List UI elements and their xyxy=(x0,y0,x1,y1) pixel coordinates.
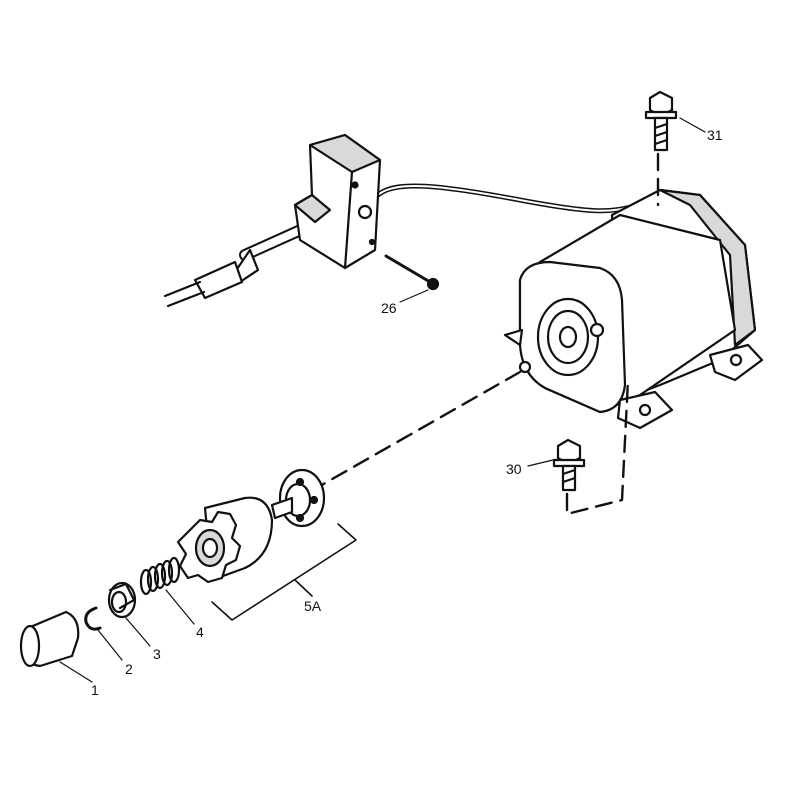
spring xyxy=(139,556,181,596)
callout-5a: 5A xyxy=(304,598,322,614)
callout-31: 31 xyxy=(707,127,723,143)
motor-housing xyxy=(503,188,764,430)
retaining-ring xyxy=(84,606,102,631)
bolt-31 xyxy=(644,90,678,152)
collar xyxy=(107,581,137,619)
bracket-5a xyxy=(211,523,357,621)
leader-lines xyxy=(59,117,706,683)
callout-30: 30 xyxy=(506,461,522,477)
cap xyxy=(19,610,80,668)
callout-4: 4 xyxy=(196,624,204,640)
assembly-lines xyxy=(318,152,660,516)
power-cord xyxy=(239,183,643,261)
switch-box xyxy=(293,133,382,270)
callout-3: 3 xyxy=(153,646,161,662)
callout-26: 26 xyxy=(381,300,397,316)
pinion-gear xyxy=(176,496,274,584)
plug xyxy=(163,248,260,308)
bolt-30 xyxy=(552,438,586,492)
flange xyxy=(270,468,326,528)
screw-26 xyxy=(384,254,440,291)
callout-2: 2 xyxy=(125,661,133,677)
callout-1: 1 xyxy=(91,682,99,698)
